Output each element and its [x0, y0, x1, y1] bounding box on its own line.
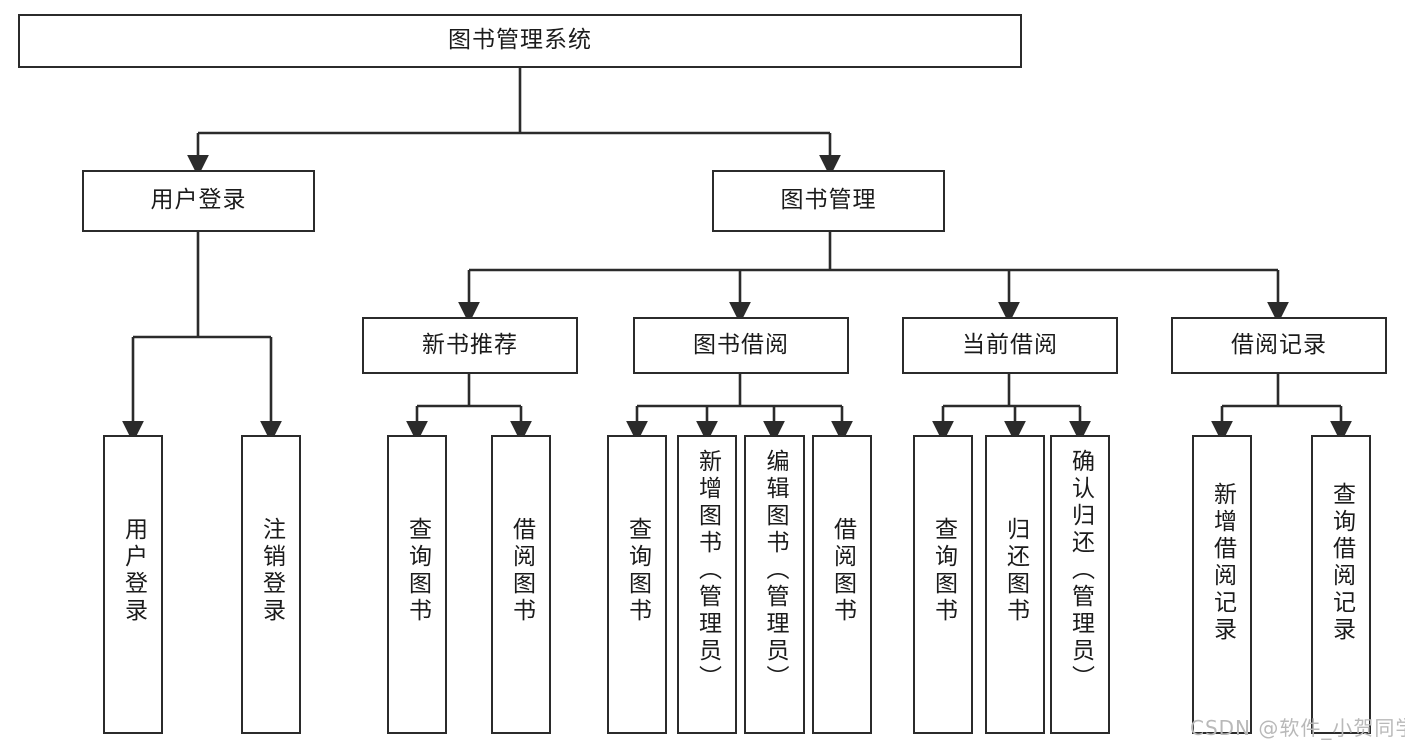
leaf-borrow-add-book-admin-label: 新增图书（管理员）	[694, 449, 721, 692]
leaf-borrow-borrow-book-label: 借阅图书	[829, 517, 856, 625]
leaf-borrow-borrow-book[interactable]: 借阅图书	[812, 435, 872, 734]
leaf-borrow-query-book[interactable]: 查询图书	[607, 435, 667, 734]
csdn-watermark-text: CSDN @软件_小贺同学	[1190, 716, 1405, 740]
leaf-current-query-book[interactable]: 查询图书	[913, 435, 973, 734]
leaf-current-confirm-return-admin[interactable]: 确认归还（管理员）	[1050, 435, 1110, 734]
leaf-borrow-query-book-label: 查询图书	[624, 517, 651, 625]
leaf-borrow-edit-book-admin-label: 编辑图书（管理员）	[762, 449, 788, 692]
leaf-record-query-record-label: 查询借阅记录	[1328, 482, 1355, 644]
leaf-user-login-signin[interactable]: 用户登录	[103, 435, 163, 734]
node-new-book-recommend-label: 新书推荐	[422, 331, 518, 358]
leaf-recommend-borrow-book-label: 借阅图书	[508, 517, 535, 625]
leaf-current-query-book-label: 查询图书	[930, 517, 957, 625]
leaf-user-login-signin-label: 用户登录	[120, 517, 147, 625]
leaf-user-login-signout-label: 注销登录	[258, 517, 285, 625]
leaf-record-add-record[interactable]: 新增借阅记录	[1192, 435, 1252, 734]
node-book-management-label: 图书管理	[780, 187, 877, 214]
node-new-book-recommend[interactable]: 新书推荐	[362, 317, 578, 374]
csdn-watermark: CSDN @软件_小贺同学	[1190, 712, 1405, 741]
leaf-recommend-borrow-book[interactable]: 借阅图书	[491, 435, 551, 734]
node-book-borrow-label: 图书借阅	[693, 331, 789, 358]
node-user-login-label: 用户登录	[150, 187, 247, 214]
node-root-system[interactable]: 图书管理系统	[18, 14, 1022, 68]
leaf-current-return-book[interactable]: 归还图书	[985, 435, 1045, 734]
node-current-borrow[interactable]: 当前借阅	[902, 317, 1118, 374]
leaf-recommend-query-book-label: 查询图书	[404, 517, 431, 625]
leaf-user-login-signout[interactable]: 注销登录	[241, 435, 301, 734]
node-borrow-record-label: 借阅记录	[1231, 331, 1327, 358]
node-user-login[interactable]: 用户登录	[82, 170, 315, 232]
node-current-borrow-label: 当前借阅	[962, 331, 1058, 358]
node-book-borrow[interactable]: 图书借阅	[633, 317, 849, 374]
leaf-borrow-add-book-admin[interactable]: 新增图书（管理员）	[677, 435, 737, 734]
leaf-recommend-query-book[interactable]: 查询图书	[387, 435, 447, 734]
node-book-management[interactable]: 图书管理	[712, 170, 945, 232]
node-root-system-label: 图书管理系统	[448, 27, 592, 54]
leaf-record-query-record[interactable]: 查询借阅记录	[1311, 435, 1371, 734]
leaf-current-return-book-label: 归还图书	[1002, 517, 1029, 625]
leaf-borrow-edit-book-admin[interactable]: 编辑图书（管理员）	[744, 435, 805, 734]
node-borrow-record[interactable]: 借阅记录	[1171, 317, 1387, 374]
leaf-record-add-record-label: 新增借阅记录	[1209, 482, 1236, 644]
leaf-current-confirm-return-admin-label: 确认归还（管理员）	[1067, 449, 1094, 692]
